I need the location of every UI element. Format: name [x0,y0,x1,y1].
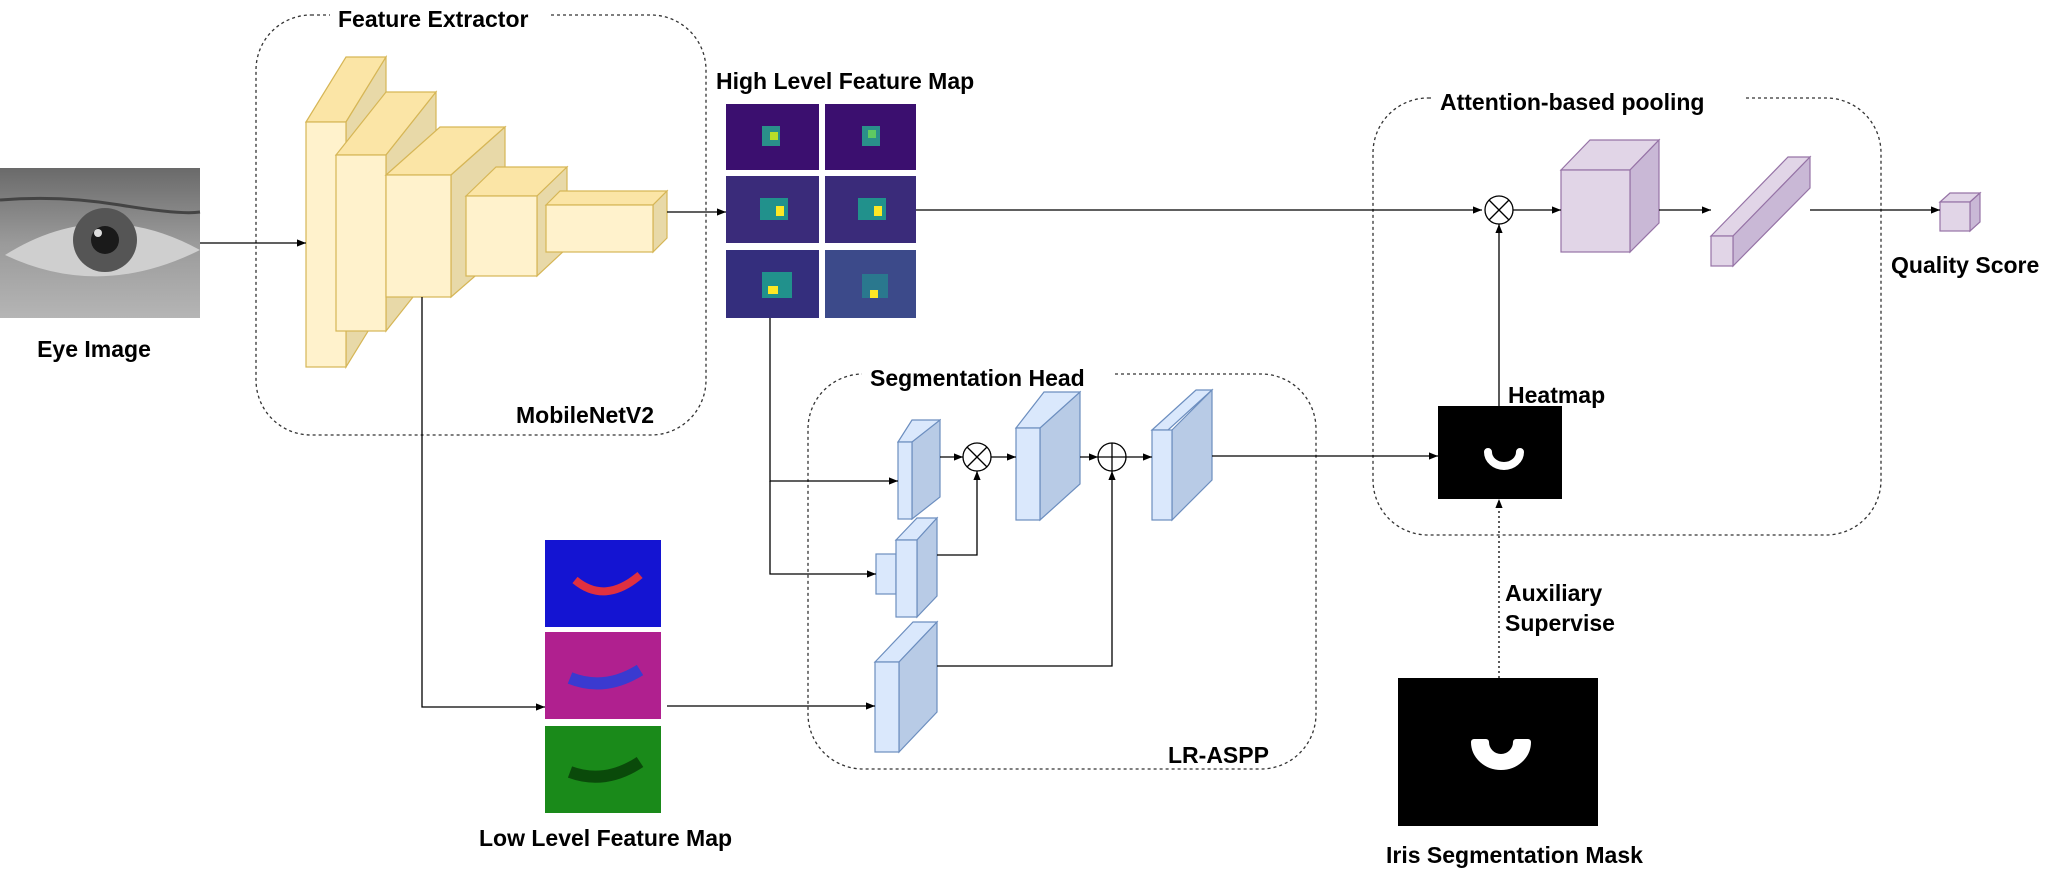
encoder-blocks [304,54,669,370]
pooling-blocks [1559,138,1982,268]
auxiliary-label-line2: Supervise [1505,610,1615,636]
segmentation-blocks [873,388,1214,754]
mobilenet-label: MobileNetV2 [516,402,654,428]
add-operator-seg [1097,442,1127,472]
eye-image-label: Eye Image [37,336,151,362]
iris-mask-image [1398,678,1598,826]
segmentation-head-label: Segmentation Head [870,365,1085,391]
attention-pooling-label: Attention-based pooling [1440,89,1704,115]
multiply-operator-seg [962,442,992,472]
auxiliary-label-line1: Auxiliary [1505,580,1602,606]
low-level-feature-map-label: Low Level Feature Map [479,825,732,851]
connectors [200,206,1940,711]
feature-extractor-label: Feature Extractor [338,6,529,32]
heatmap-image [1438,406,1562,499]
iris-mask-label: Iris Segmentation Mask [1386,842,1643,868]
eye-image [0,168,201,318]
multiply-operator-pool [1484,195,1514,225]
lraspp-label: LR-ASPP [1168,742,1269,768]
quality-score-label: Quality Score [1891,252,2039,278]
high-level-feature-map [726,104,916,318]
low-level-feature-map [545,540,661,813]
high-level-feature-map-label: High Level Feature Map [716,68,974,94]
heatmap-label: Heatmap [1508,382,1605,408]
